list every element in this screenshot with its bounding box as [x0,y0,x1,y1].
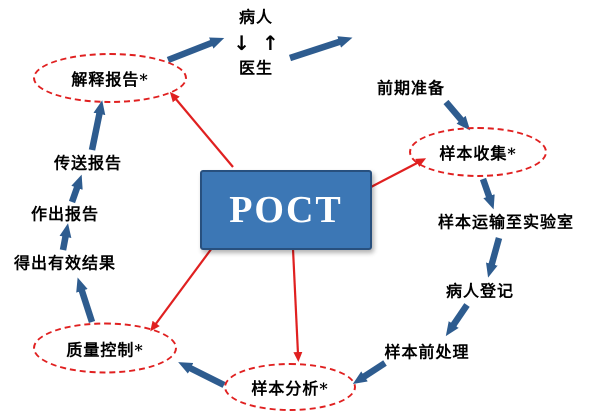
up-arrow-icon: ↑ [262,31,279,55]
ellipse-quality-control: 质量控制* [33,322,177,374]
arrow-qc-to-result [76,277,96,324]
node-preparation: 前期准备 [376,78,446,98]
arrow-poct-to-interpret [169,91,234,168]
patient-doctor-exchange-arrows: ↓ ↑ [233,31,279,55]
arrow-poct-to-qc [150,247,213,332]
node-make-report: 作出报告 [30,204,100,224]
arrow-pretreat-to-analyze [352,360,387,385]
arrow-prep-to-collect [443,99,471,131]
node-valid-result: 得出有效结果 [13,253,117,273]
red-poct-arrows [150,91,427,362]
arrow-poct-to-collect [370,158,427,188]
arrow-interpret-to-patient [166,37,225,64]
node-doctor: 医生 [238,58,274,78]
node-interpret-report: 解释报告* [71,70,149,89]
arrow-poct-to-analyze [291,248,303,362]
poct-label: POCT [229,189,343,231]
node-patient-registration: 病人登记 [445,281,515,301]
arrow-analyze-to-qc [178,362,226,388]
arrow-register-to-pretreat [445,303,470,337]
node-sample-analysis: 样本分析* [251,379,329,398]
arrow-send-to-interpret [88,100,106,151]
arrow-result-to-report [59,223,72,251]
node-sample-collection: 样本收集* [439,144,517,163]
arrow-collect-to-transport [479,177,495,210]
node-transport-to-lab: 样本运输至实验室 [437,212,575,232]
node-patient: 病人 [238,7,274,27]
poct-box: POCT [200,170,372,250]
node-send-report: 传送报告 [53,153,123,173]
arrow-transport-to-register [486,237,503,278]
node-sample-pretreatment: 样本前处理 [384,342,470,362]
ellipse-sample-analysis: 样本分析* [224,363,356,411]
arrow-report-to-send [68,174,83,204]
ellipse-sample-collection: 样本收集* [409,127,547,177]
blue-cycle-arrows [59,36,503,388]
arrow-doctor-to-prep [288,36,353,62]
ellipse-interpret-report: 解释报告* [33,53,187,103]
node-quality-control: 质量控制* [66,340,144,359]
down-arrow-icon: ↓ [233,31,250,55]
